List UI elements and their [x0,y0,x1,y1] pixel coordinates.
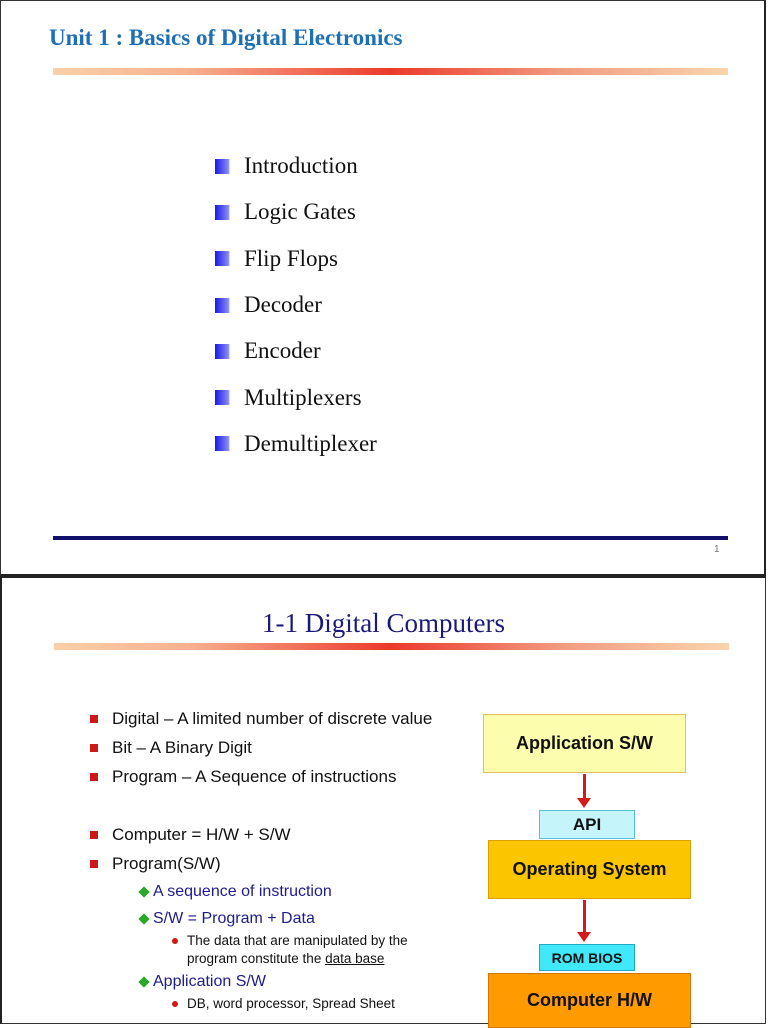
list-item: Computer = H/W + S/W [90,820,442,849]
page-number: 1 [714,544,720,555]
data-base-term: data base [325,951,385,966]
topic-item: Flip Flops [215,236,377,282]
square-bullet-icon [215,204,230,220]
square-bullet-icon [90,743,98,752]
square-bullet-icon [215,251,230,267]
topic-item: Introduction [215,143,377,189]
diamond-bullet-icon [138,912,150,925]
slide-1: Unit 1 : Basics of Digital Electronics I… [0,0,766,576]
operating-system-box: Operating System [488,840,691,899]
square-bullet-icon [215,390,230,406]
list-item: Program(S/W) [90,849,442,878]
square-bullet-icon [90,859,98,868]
topic-item: Demultiplexer [215,421,377,467]
slide-2: 1-1 Digital Computers Digital – A limite… [0,576,766,1028]
title-underline-bar [53,68,728,75]
square-bullet-icon [215,343,230,359]
list-item: Bit – A Binary Digit [90,733,442,762]
square-bullet-icon [215,297,230,313]
down-arrow-icon [577,900,591,942]
sub-sub-list-item: DB, word processor, Spread Sheet [172,995,442,1013]
rom-bios-box: ROM BIOS [539,944,635,971]
down-arrow-icon [577,774,591,808]
square-bullet-icon [90,714,98,723]
square-bullet-icon [215,158,230,174]
sub-list-item: S/W = Program + Data [138,905,442,932]
slide-title: Unit 1 : Basics of Digital Electronics [49,25,403,50]
square-bullet-icon [90,830,98,839]
diamond-bullet-icon [138,885,150,898]
computer-hw-box: Computer H/W [488,973,691,1028]
list-item: Program – A Sequence of instructions [90,762,442,791]
topic-list: Introduction Logic Gates Flip Flops Deco… [215,143,377,467]
content-list: Digital – A limited number of discrete v… [90,704,442,1013]
square-bullet-icon [90,772,98,781]
topic-item: Logic Gates [215,189,377,235]
sub-list-item: A sequence of instruction [138,878,442,905]
application-sw-box: Application S/W [483,714,686,773]
topic-item: Encoder [215,328,377,374]
square-bullet-icon [215,436,230,452]
topic-item: Decoder [215,282,377,328]
api-box: API [539,810,635,839]
footer-divider [53,536,728,540]
slide-title: 1-1 Digital Computers [262,608,505,638]
diamond-bullet-icon [138,975,150,988]
sub-list-item: Application S/W [138,968,442,995]
title-underline-bar [54,643,729,650]
topic-item: Multiplexers [215,374,377,420]
list-item: Digital – A limited number of discrete v… [90,704,442,733]
dot-bullet-icon [172,1001,178,1007]
sub-sub-list-item: The data that are manipulated by the pro… [172,932,442,968]
dot-bullet-icon [172,938,178,944]
